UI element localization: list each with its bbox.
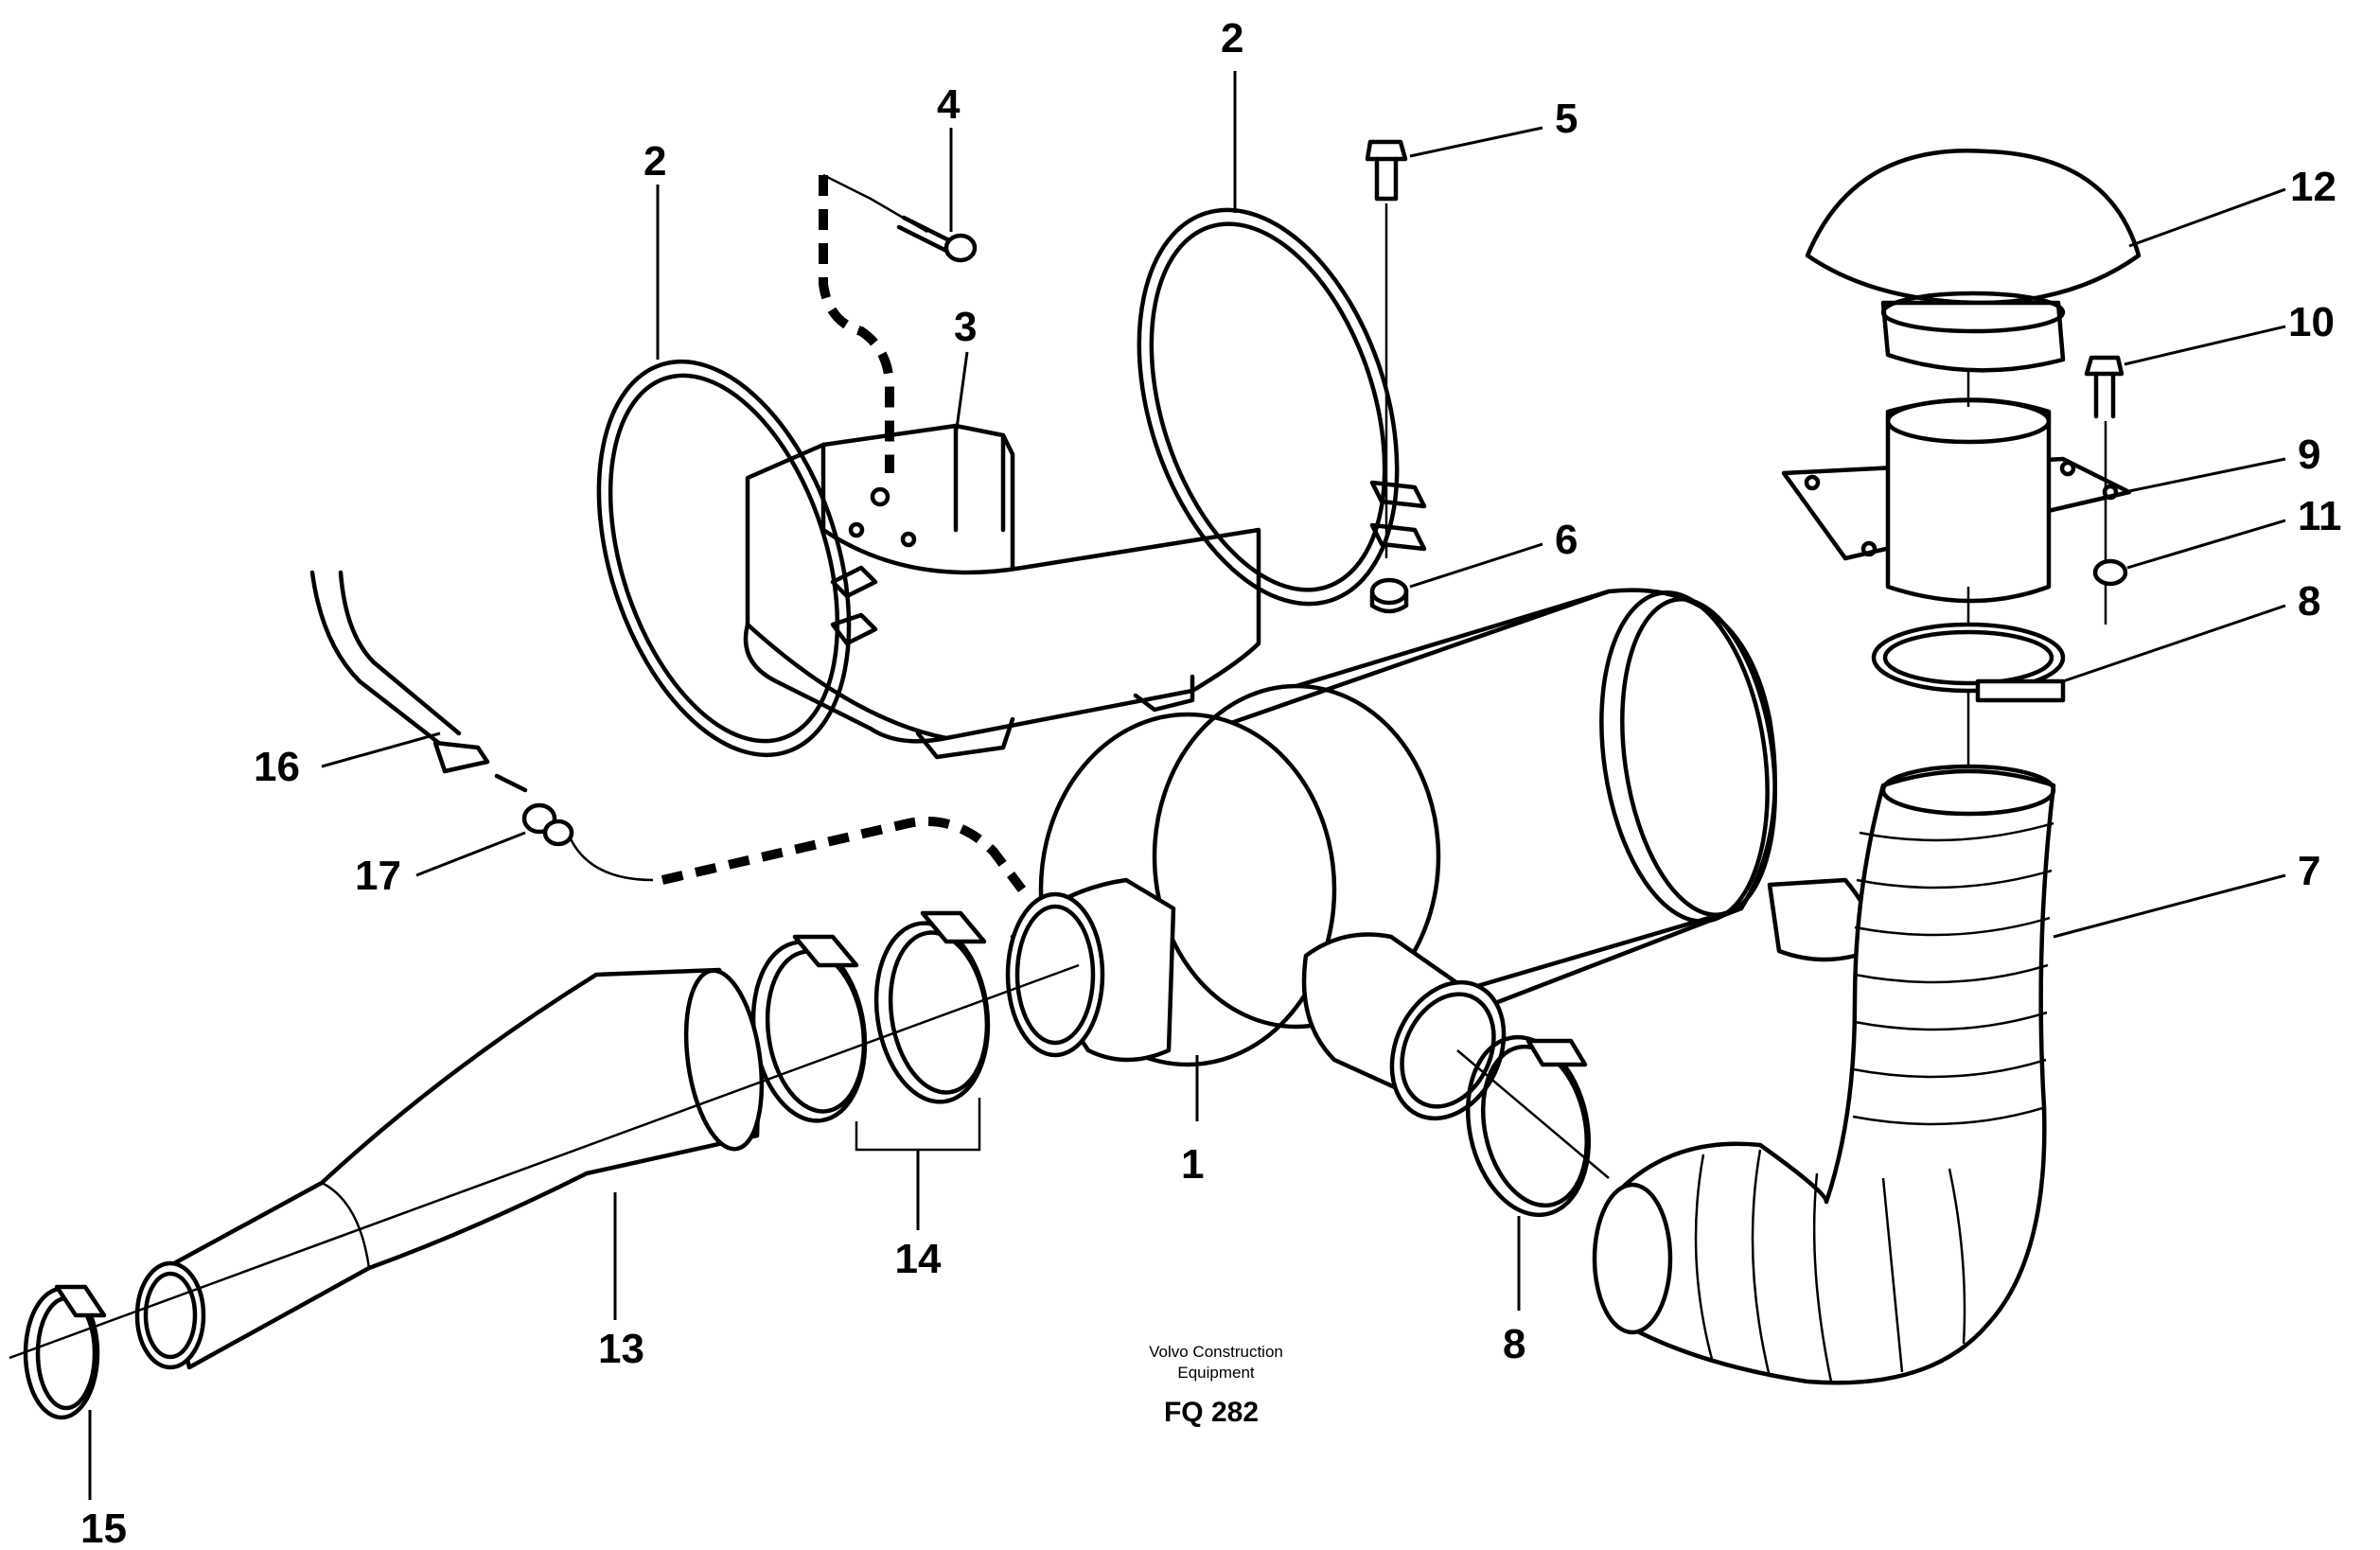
leader-10 [2124,325,2286,366]
hose-clamp-8-upper [1871,622,2066,703]
callout-2-right: 2 [1221,15,1243,62]
routing-dashed-line-upper [819,175,894,473]
clamp-band-left [596,359,878,758]
callout-5: 5 [1555,96,1578,142]
leader-8-upper [2062,604,2286,683]
hose-16 [309,570,490,774]
leader-3 [954,351,969,436]
mounting-bracket [743,423,1261,760]
callout-13: 13 [598,1326,644,1372]
callout-2-left: 2 [643,138,666,185]
routing-dashed-line [661,817,1026,892]
flexible-hose [1592,764,2056,1385]
callout-12: 12 [2290,164,2336,210]
leader-11 [2126,519,2286,570]
nut-6 [1369,577,1409,614]
nut-11 [2092,558,2128,587]
callout-9: 9 [2298,432,2320,478]
assembly-axis-hose-line [9,963,1080,1360]
bolt-10 [2084,355,2124,625]
reducer-hose [134,967,765,1370]
leader-17 [415,831,526,877]
hose-clamp-pair [750,910,991,1152]
caption-line-1: Volvo Construction [1149,1343,1283,1361]
leader-9 [2124,457,2286,494]
hose-clamp-8-lower [1465,1034,1592,1218]
air-cleaner-housing [1005,588,1881,1121]
callout-16: 16 [254,744,300,790]
callout-17: 17 [355,853,401,899]
callout-8-lower: 8 [1503,1321,1525,1367]
caption-code: FQ 282 [1164,1397,1259,1428]
leader-12 [2128,187,2286,248]
hose-clamp-15 [23,1284,107,1420]
callout-6: 6 [1555,517,1578,563]
leader-7 [2053,873,2286,939]
bolt-5 [1365,139,1408,558]
fitting-17 [494,773,574,847]
callout-4: 4 [937,81,961,128]
callout-15: 15 [80,1506,127,1550]
callout-7: 7 [2298,848,2320,894]
leader-5 [1409,126,1543,158]
callout-10: 10 [2288,299,2335,345]
rain-cap [1805,149,2142,373]
callout-3: 3 [954,304,977,350]
callout-11: 11 [2298,493,2342,539]
caption-line-2: Equipment [1177,1364,1255,1382]
clamp-band-right [1137,207,1427,607]
callout-14: 14 [895,1236,942,1282]
leader-6 [1409,542,1543,589]
flange-pipe [1781,397,2132,604]
bolt-4 [896,215,978,263]
callout-1: 1 [1181,1141,1204,1188]
leader-16 [321,731,441,768]
assembly-axis-outlet-line [1456,1049,1610,1179]
callout-8-upper: 8 [2298,578,2320,625]
